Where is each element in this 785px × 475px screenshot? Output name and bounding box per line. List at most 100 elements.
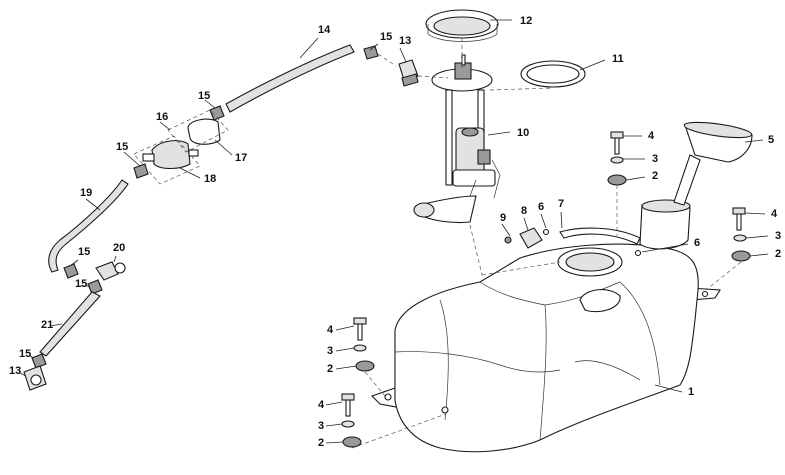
bolt-4d xyxy=(345,397,351,417)
fitting-6b xyxy=(634,249,642,257)
assembly-line-pump xyxy=(469,224,483,276)
callout-15: 15 xyxy=(198,90,210,102)
callout-20: 20 xyxy=(113,242,125,254)
filler-tube xyxy=(673,154,701,206)
callout-14: 14 xyxy=(318,24,331,36)
grommet-2b xyxy=(731,250,751,262)
clamp-15-lower xyxy=(31,353,47,369)
bolt-4b-head xyxy=(732,207,746,215)
pump-base xyxy=(452,169,496,187)
elbow-13-lower-port xyxy=(30,374,42,386)
callout-8: 8 xyxy=(521,205,527,217)
callout-3: 3 xyxy=(318,420,324,432)
bolt-4c xyxy=(357,321,363,341)
tank-flange-hole-3 xyxy=(701,290,709,298)
filler-cap-assembly xyxy=(673,121,753,206)
callout-4: 4 xyxy=(327,324,334,336)
callout-21: 21 xyxy=(41,319,53,331)
callout-2: 2 xyxy=(318,437,324,449)
callout-2: 2 xyxy=(775,248,781,260)
pump-float xyxy=(413,202,435,218)
tank-ridge-side xyxy=(394,351,561,373)
bolt-4d-head xyxy=(341,393,355,401)
callout-4: 4 xyxy=(318,399,325,411)
callout-4: 4 xyxy=(648,130,655,142)
washer-3c xyxy=(353,344,367,352)
callout-3: 3 xyxy=(652,153,658,165)
callout-15: 15 xyxy=(19,348,31,360)
vent-hose xyxy=(559,227,641,245)
callout-15: 15 xyxy=(116,141,128,153)
tank-flange-hole-1 xyxy=(384,393,392,401)
assembly-line-right xyxy=(705,261,742,291)
pump-rod-left xyxy=(445,89,453,186)
callout-13: 13 xyxy=(399,35,411,47)
callout-5: 5 xyxy=(768,134,774,146)
grommet-2d xyxy=(342,436,362,448)
gasket-inner xyxy=(526,64,580,84)
pump-float-arm xyxy=(469,179,477,197)
tank-ridge-right xyxy=(619,281,661,386)
fastener-stack-left-lower xyxy=(341,393,362,448)
clamp-17 xyxy=(187,118,221,145)
lock-ring-side xyxy=(427,24,498,42)
screw-9 xyxy=(504,236,512,244)
pump-wire xyxy=(491,159,501,199)
callout-13: 13 xyxy=(9,365,21,377)
tank-recess xyxy=(579,289,621,313)
fuel-filter-inlet xyxy=(142,153,155,162)
callout-12: 12 xyxy=(520,15,532,27)
callout-19: 19 xyxy=(80,187,92,199)
callout-1: 1 xyxy=(688,386,694,398)
t-fitting-20-port xyxy=(114,262,126,274)
filler-funnel-rim xyxy=(683,121,753,139)
pump-motor-top xyxy=(461,127,479,137)
callout-10: 10 xyxy=(517,127,529,139)
lock-ring-inner xyxy=(433,16,491,36)
callout-18: 18 xyxy=(204,173,216,185)
callout-15: 15 xyxy=(78,246,90,258)
callout-9: 9 xyxy=(500,212,506,224)
tank-ridge-center xyxy=(539,304,547,441)
elbow-13-upper-base xyxy=(401,73,419,87)
tank-body xyxy=(394,243,699,453)
callout-6: 6 xyxy=(694,237,700,249)
hose-21 xyxy=(39,291,101,357)
pump-float-bracket xyxy=(419,195,477,224)
filter-group-outline-2 xyxy=(133,135,201,185)
assembly-line-gasket xyxy=(489,87,554,91)
assembly-line-left-lower xyxy=(351,413,447,449)
assembly-line-clamp xyxy=(377,53,397,67)
fuel-hose-upper xyxy=(133,44,419,185)
tank-ridge-left xyxy=(439,299,449,421)
callout-15: 15 xyxy=(380,31,392,43)
pump-sensor xyxy=(477,149,491,165)
fastener-stack-left-upper xyxy=(353,317,375,372)
bolt-4c-head xyxy=(353,317,367,325)
callout-6: 6 xyxy=(538,201,544,213)
t-fitting-20 xyxy=(95,261,119,281)
callout-4: 4 xyxy=(771,208,778,220)
grommet-2a xyxy=(607,174,627,186)
filter-group-outline-1 xyxy=(167,109,229,153)
assembly-line-pump-2 xyxy=(481,261,561,276)
tank-pump-opening-inner xyxy=(565,252,615,272)
fastener-stack-top-center xyxy=(607,131,627,236)
clamp-15-middle xyxy=(87,279,103,295)
callout-11: 11 xyxy=(612,53,624,65)
fitting-6a xyxy=(542,228,550,236)
fastener-stack-right xyxy=(731,207,751,262)
fuel-filter-18 xyxy=(151,140,191,170)
small-valve-parts xyxy=(504,227,642,257)
callout-2: 2 xyxy=(652,170,658,182)
callout-17: 17 xyxy=(235,152,247,164)
fuel-hose-lower xyxy=(23,179,129,391)
pump-pipe xyxy=(461,54,466,66)
callout-2: 2 xyxy=(327,363,333,375)
bolt-4a-head xyxy=(610,131,624,139)
bolt-4a xyxy=(614,135,620,155)
leader-lines xyxy=(19,19,769,444)
washer-3a xyxy=(610,156,624,164)
